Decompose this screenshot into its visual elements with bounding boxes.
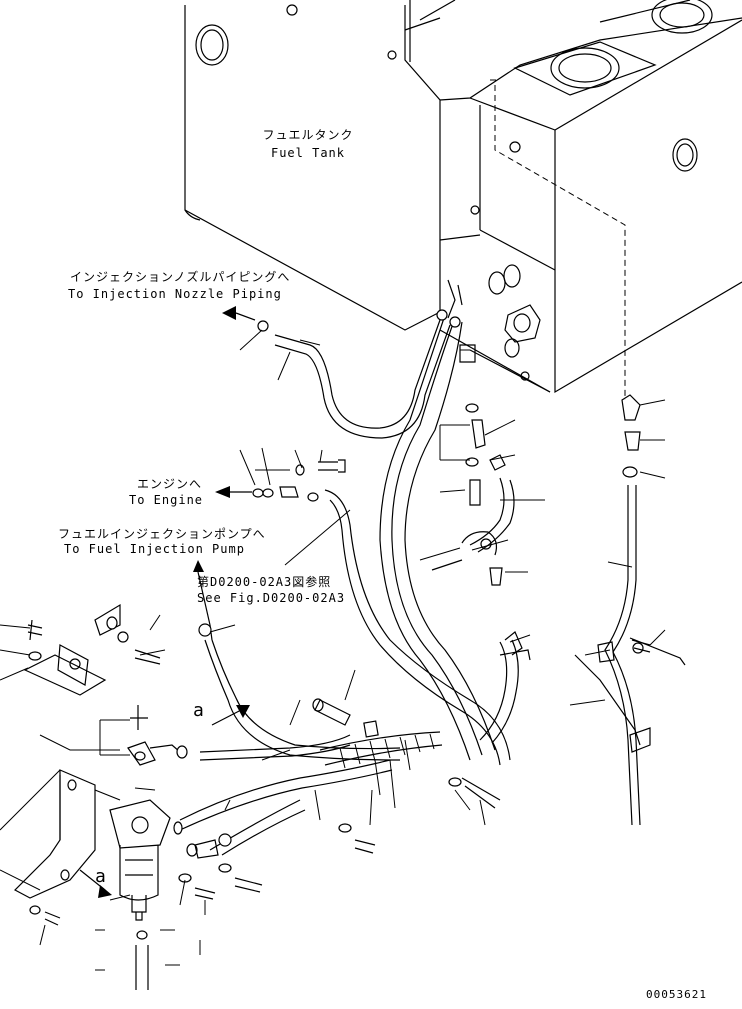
see-fig-label-jp: 第D0200-02A3図参照 [197,575,332,589]
injection-pump-label-jp: フュエルインジェクションポンプへ [58,527,266,541]
engine-label-en: To Engine [129,493,204,507]
filter-assembly [14,603,263,990]
injection-pump-label-en: To Fuel Injection Pump [64,542,245,556]
fuel-pipes [179,279,531,856]
fasteners [198,320,651,854]
fuel-tank-label-en: Fuel Tank [270,146,346,160]
detail-a-label-lower: a [95,866,107,887]
engine-label-jp: エンジンへ [137,477,203,491]
leader-lines [0,329,666,971]
drain-line [574,394,686,826]
flow-arrow-icon [193,560,204,572]
fuel-tank-label-jp: フュエルタンク [262,128,354,142]
flow-arrow-icon [236,705,250,718]
see-fig-label-en: See Fig.D0200-02A3 [197,591,346,605]
flow-arrow-icon [98,885,112,898]
injection-nozzle-label-jp: インジェクションノズルパイピングへ [70,270,291,284]
flow-arrow-icon [222,306,236,320]
injection-nozzle-label-en: To Injection Nozzle Piping [68,287,282,301]
drawing-number: 00053621 [646,988,707,1001]
detail-a-label-upper: a [193,700,205,721]
flow-arrows [79,306,256,898]
flow-arrow-icon [215,486,230,498]
fuel-tank [184,0,742,400]
